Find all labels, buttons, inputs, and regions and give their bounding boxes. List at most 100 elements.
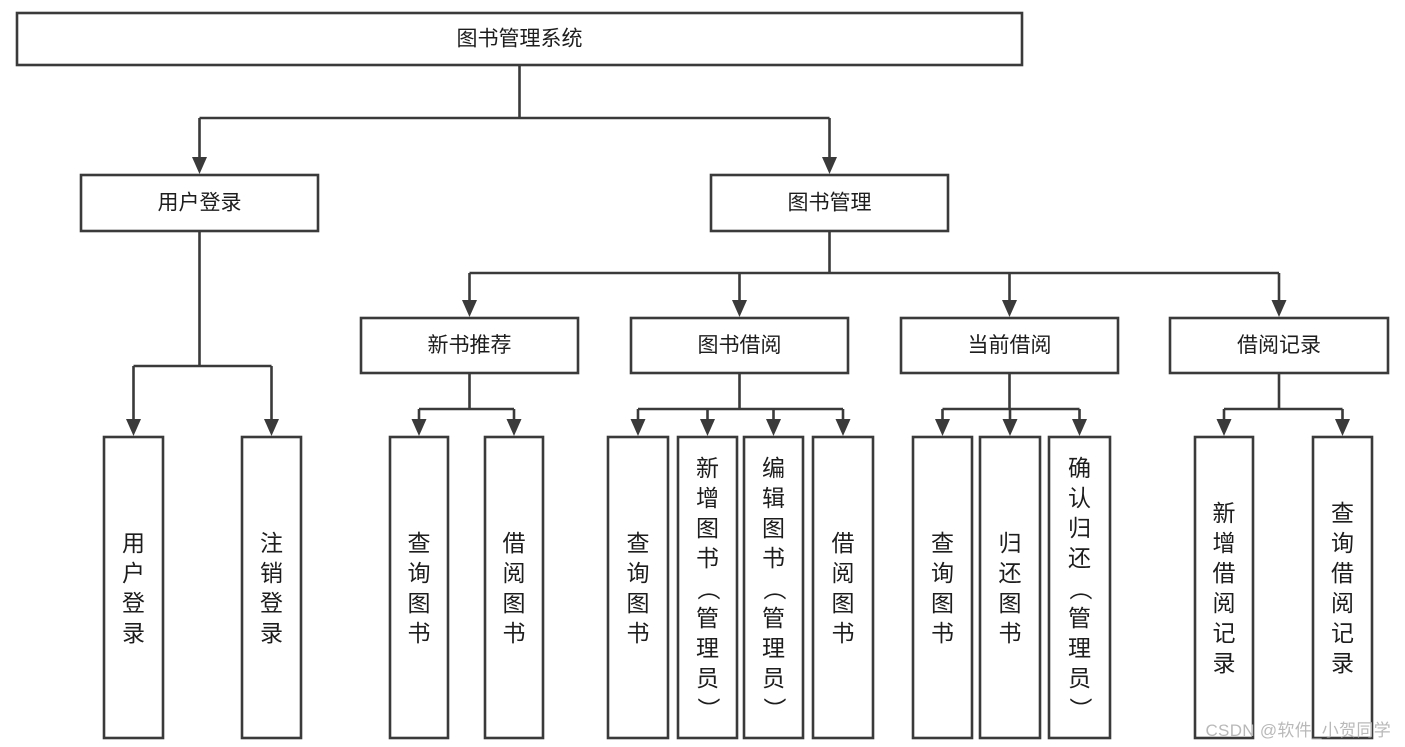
node-label-char: 录 — [122, 620, 145, 646]
node-borrow-records[interactable]: 借阅记录 — [1168, 316, 1390, 375]
arrow-head-icon — [1072, 419, 1087, 436]
node-label-char: 图 — [408, 590, 431, 616]
arrow-head-icon — [126, 419, 141, 436]
node-box — [240, 435, 303, 740]
node-label-char: 认 — [1068, 485, 1091, 511]
node-label-char: 管 — [696, 605, 719, 631]
node-label-char: 书 — [627, 620, 650, 646]
node-user-login-leaf[interactable]: 用户登录 — [102, 435, 165, 740]
node-new-book-recommend[interactable]: 新书推荐 — [359, 316, 580, 375]
node-label-char: 确 — [1068, 455, 1091, 481]
arrow-head-icon — [766, 419, 781, 436]
node-label: 图书管理 — [788, 192, 872, 215]
node-label-char: 书 — [832, 620, 855, 646]
node-label-char: （ — [696, 577, 722, 600]
node-label-char: ） — [1068, 697, 1094, 720]
node-box — [79, 173, 320, 233]
node-label-char: 借 — [832, 530, 855, 556]
watermark-label: CSDN @软件_小贺同学 — [1205, 721, 1391, 740]
arrow-head-icon — [1002, 419, 1018, 436]
node-box — [15, 11, 1024, 67]
node-box — [709, 173, 950, 233]
node-label-char: 还 — [999, 560, 1022, 586]
node-label-char: 书 — [762, 545, 785, 571]
node-label-char: ） — [696, 697, 722, 720]
node-label-char: 录 — [1213, 650, 1236, 676]
arrow-head-icon — [1271, 300, 1287, 317]
node-label-char: 新 — [696, 455, 719, 481]
node-label-char: 书 — [999, 620, 1022, 646]
node-label-char: 询 — [408, 560, 431, 586]
node-label: 借阅记录 — [1237, 334, 1321, 357]
node-label-char: 查 — [931, 530, 954, 556]
node-book-borrow[interactable]: 图书借阅 — [629, 316, 850, 375]
node-label-char: 图 — [762, 515, 785, 541]
arrow-head-icon — [192, 157, 207, 174]
node-current-borrow[interactable]: 当前借阅 — [899, 316, 1120, 375]
node-box — [102, 435, 165, 740]
node-label-char: 询 — [931, 560, 954, 586]
node-label-char: 户 — [122, 560, 145, 586]
node-label-char: 查 — [627, 530, 650, 556]
node-box — [1168, 316, 1390, 375]
node-label-char: 用 — [122, 530, 145, 556]
node-label: 当前借阅 — [968, 334, 1052, 357]
arrow-head-icon — [835, 419, 851, 436]
node-layer: 图书管理系统用户登录图书管理用户登录注销登录新书推荐图书借阅当前借阅借阅记录查询… — [15, 11, 1390, 740]
node-label-char: 新 — [1213, 500, 1236, 526]
node-box — [742, 435, 805, 740]
node-box — [1311, 435, 1374, 740]
node-label-char: 阅 — [1331, 590, 1354, 616]
node-box — [899, 316, 1120, 375]
node-box — [1193, 435, 1255, 740]
node-label-char: 书 — [931, 620, 954, 646]
node-label-char: 增 — [696, 485, 719, 511]
node-label-char: 管 — [762, 605, 785, 631]
node-box — [1047, 435, 1112, 740]
node-label-char: 书 — [696, 545, 719, 571]
arrow-head-icon — [1002, 300, 1017, 317]
node-book-management[interactable]: 图书管理 — [709, 173, 950, 233]
node-box — [606, 435, 670, 740]
node-root[interactable]: 图书管理系统 — [15, 11, 1024, 67]
node-label-char: 员 — [1068, 665, 1091, 691]
node-label-char: 编 — [762, 455, 785, 481]
node-label-char: 录 — [1331, 650, 1354, 676]
arrow-head-icon — [462, 300, 477, 317]
node-box — [388, 435, 450, 740]
node-label-char: 图 — [999, 590, 1022, 616]
node-label-char: 书 — [503, 620, 526, 646]
node-label-char: 图 — [627, 590, 650, 616]
node-label-char: 查 — [408, 530, 431, 556]
node-label-char: 图 — [832, 590, 855, 616]
node-label-char: 登 — [260, 590, 283, 616]
node-label-char: 图 — [931, 590, 954, 616]
node-label-char: 查 — [1331, 500, 1354, 526]
node-box — [811, 435, 875, 740]
node-label-char: 借 — [1213, 560, 1236, 586]
node-label-char: 理 — [696, 635, 719, 661]
node-label-char: 借 — [503, 530, 526, 556]
node-label-char: 借 — [1331, 560, 1354, 586]
node-label-char: 阅 — [832, 560, 855, 586]
node-user-login[interactable]: 用户登录 — [79, 173, 320, 233]
arrow-head-icon — [411, 419, 427, 436]
arrow-head-icon — [732, 300, 747, 317]
arrow-head-icon — [630, 419, 646, 436]
arrow-head-icon — [822, 157, 837, 174]
node-label-char: 销 — [260, 560, 283, 586]
node-label-char: 阅 — [1213, 590, 1236, 616]
node-label-char: 管 — [1068, 605, 1091, 631]
